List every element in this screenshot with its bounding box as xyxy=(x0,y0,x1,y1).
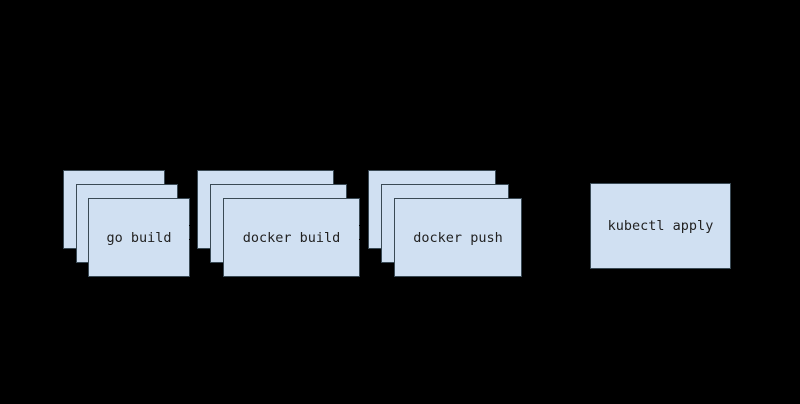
node-go-build[interactable]: go build xyxy=(88,198,190,277)
node-docker-push[interactable]: docker push xyxy=(394,198,522,277)
node-label-go-build: go build xyxy=(106,229,172,246)
node-label-docker-push: docker push xyxy=(413,229,503,246)
node-label-kubectl-apply: kubectl apply xyxy=(607,218,714,234)
node-label-docker-build: docker build xyxy=(242,229,341,246)
node-docker-build[interactable]: docker build xyxy=(223,198,360,277)
node-kubectl-apply[interactable]: kubectl apply xyxy=(590,183,731,269)
